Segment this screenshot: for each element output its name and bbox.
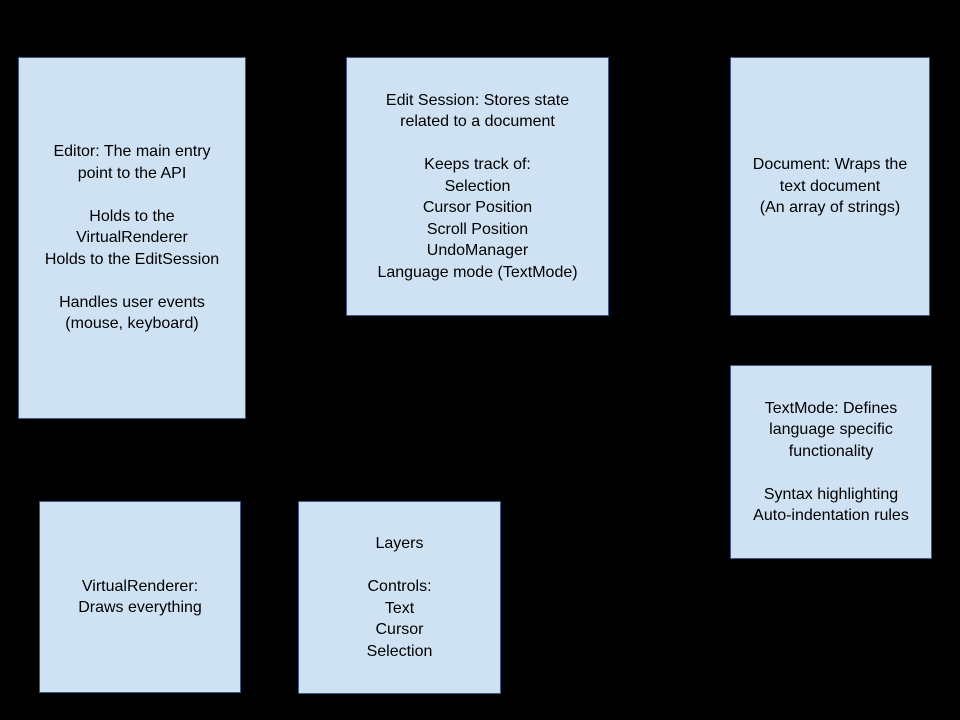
- layers-box-text: Controls:: [367, 578, 432, 595]
- editor-box: Editor: The main entry point to the API …: [18, 57, 246, 419]
- document-box-text: Document: Wraps the: [752, 156, 908, 174]
- layers-box-text: Layers: [375, 535, 424, 552]
- editor-box-text: (mouse, keyboard): [65, 315, 199, 333]
- layers-box-text: Text: [384, 599, 415, 617]
- document-box: Document: Wraps the text document (An ar…: [730, 57, 930, 316]
- edit-session-box-text: Language mode (TextMode): [377, 263, 578, 281]
- edit-session-box-text: UndoManager: [426, 242, 529, 260]
- edit-session-box-text: related to a document: [400, 113, 555, 131]
- document-box-text: text document: [779, 177, 881, 195]
- textmode-box-text: Auto-indentation rules: [753, 507, 909, 524]
- virtualrenderer-box-text: Draws everything: [78, 599, 202, 616]
- edit-session-box-text: Scroll Position: [426, 220, 529, 238]
- editor-box-text: point to the API: [77, 164, 187, 182]
- editor-box-text: Editor: The main entry: [53, 143, 211, 161]
- editor-box-text: Handles user events: [59, 293, 205, 311]
- editor-box-text: VirtualRenderer: [76, 229, 188, 247]
- textmode-box-text: language specific: [769, 421, 893, 438]
- virtualrenderer-box: VirtualRenderer: Draws everything: [39, 501, 241, 693]
- edit-session-box: Edit Session: Stores state related to a …: [346, 57, 609, 316]
- textmode-box-text: Syntax highlighting: [763, 485, 899, 503]
- edit-session-box-text: Cursor Position: [422, 199, 533, 217]
- textmode-box: TextMode: Defines language specific func…: [730, 365, 932, 559]
- textmode-box-text: TextMode: Defines: [764, 399, 898, 417]
- virtualrenderer-box-text: VirtualRenderer:: [81, 577, 199, 595]
- textmode-box-text: functionality: [788, 442, 874, 460]
- editor-box-text: Holds to the EditSession: [44, 250, 220, 268]
- editor-box-text: Holds to the: [89, 207, 175, 225]
- document-box-text: (An array of strings): [759, 199, 901, 217]
- edit-session-box-text: Edit Session: Stores state: [385, 91, 570, 109]
- edit-session-box-text: Keeps track of:: [424, 156, 531, 174]
- layers-box: Layers Controls: Text Cursor Selection: [298, 501, 501, 694]
- layers-box-text: Selection: [366, 642, 433, 660]
- layers-box-text: Cursor: [375, 621, 424, 638]
- edit-session-box-text: Selection: [444, 177, 511, 195]
